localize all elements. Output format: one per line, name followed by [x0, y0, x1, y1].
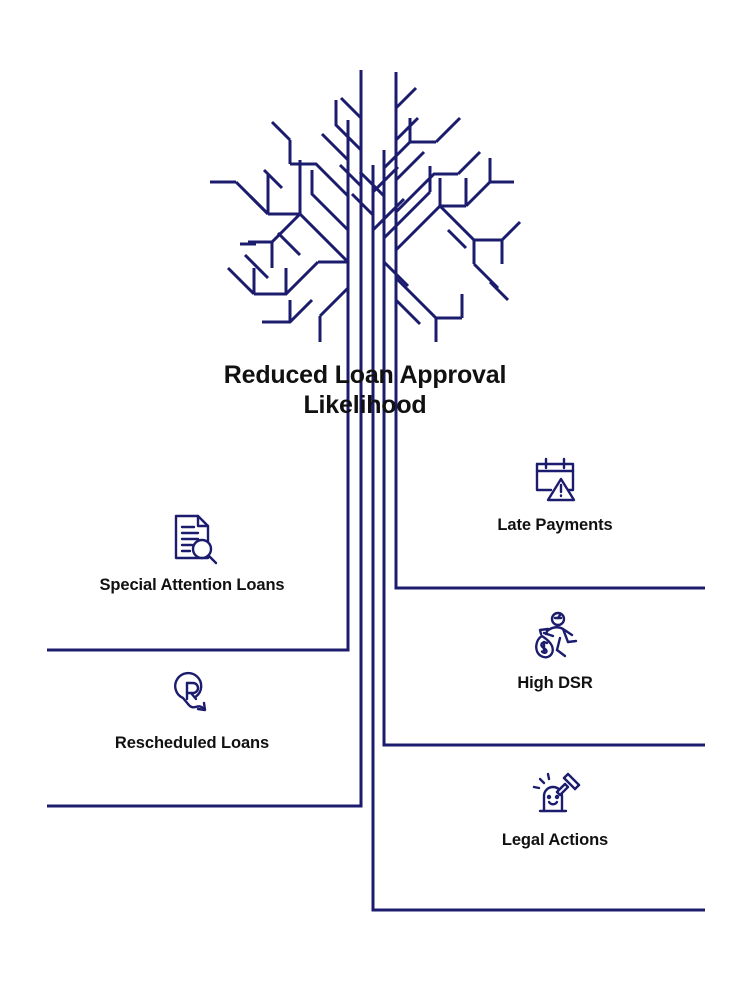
node-special-attention-loans[interactable]: Special Attention Loans: [58, 510, 326, 595]
node-legal-actions[interactable]: Legal Actions: [455, 765, 655, 850]
node-label: Legal Actions: [501, 831, 609, 849]
document-magnifier-icon: [58, 510, 326, 566]
trunk-line-3: [371, 325, 705, 912]
trunk-line-2: [47, 325, 363, 808]
node-label: High DSR: [517, 674, 593, 692]
trunk-line-1: [47, 325, 350, 652]
node-late-payments[interactable]: Late Payments: [455, 450, 655, 535]
node-high-dsr[interactable]: High DSR: [455, 608, 655, 693]
page-title-line-1: Reduced Loan Approval: [223, 361, 507, 389]
person-carrying-money-bag-icon: [455, 608, 655, 664]
node-label: Rescheduled Loans: [114, 734, 270, 752]
calendar-warning-icon: [455, 450, 655, 506]
tree-canopy-icon: [210, 70, 522, 342]
r-circle-down-arrow-icon: [88, 668, 296, 724]
trunk-line-4: [382, 325, 705, 747]
trunk-line-5: [394, 325, 705, 590]
page-title-line-2: Likelihood: [303, 391, 427, 419]
node-label: Special Attention Loans: [99, 576, 285, 594]
gavel-tombstone-icon: [455, 765, 655, 821]
node-rescheduled-loans[interactable]: Rescheduled Loans: [88, 668, 296, 753]
page-title: Reduced Loan Approval Likelihood: [198, 360, 532, 420]
node-label: Late Payments: [497, 516, 613, 534]
